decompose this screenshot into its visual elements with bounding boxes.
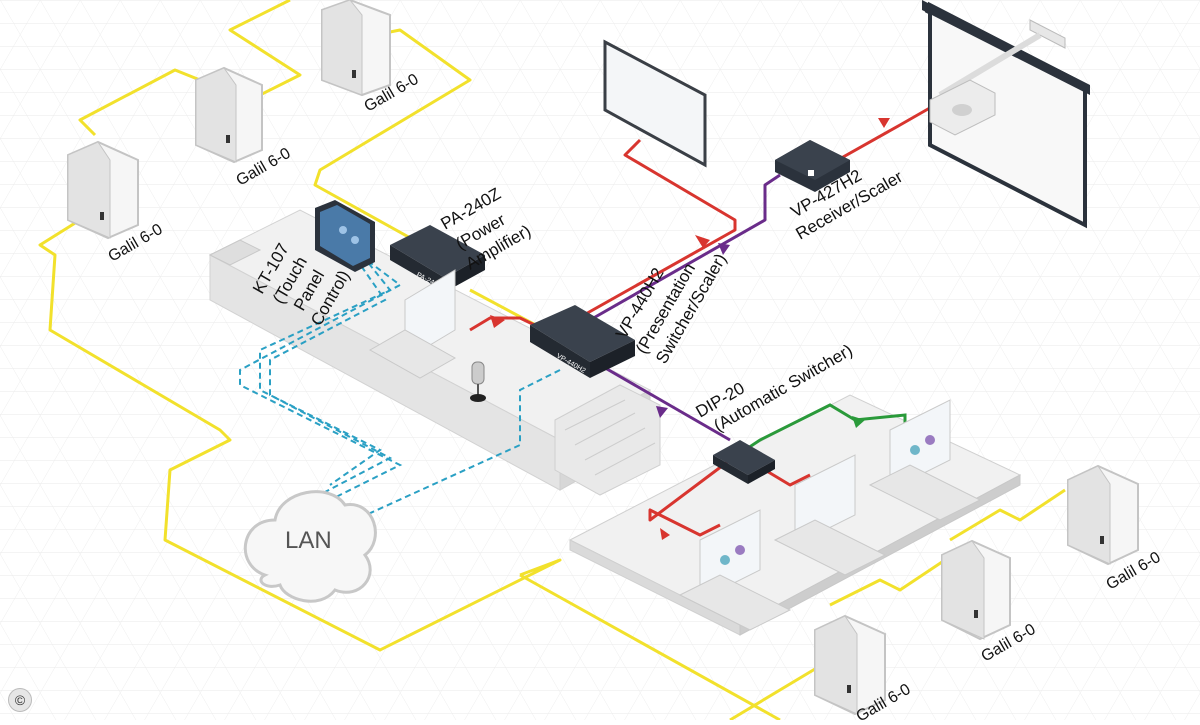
network-cables [239,239,561,521]
audio-cable-left-loop [38,218,562,652]
audio-cable-right-2 [949,488,1066,542]
video-arrows [490,118,890,540]
video-input-cables [469,103,936,537]
dip20-device[interactable] [713,440,775,484]
video-cable-to-projector [819,103,936,172]
audio-cable-left-top [78,68,201,137]
lan-cable-1 [239,254,403,501]
video-cable-laptop-2 [764,468,811,487]
video-cable-to-display [574,138,737,322]
stage-steps-left [208,239,262,266]
lan-cable-2 [259,239,392,486]
video-cable-to-dip [599,363,731,442]
video-cable-to-receiver [589,173,781,322]
vp440h2-device[interactable]: VP-440H2 [530,305,635,378]
video-cable-laptop-1 [648,458,731,537]
stage-steps-right [554,384,661,496]
speaker-4 [1067,464,1139,566]
lan-label: LAN [285,527,332,554]
laptop-stage [368,269,457,379]
video-output-cables [589,173,781,442]
speaker-3 [67,140,139,240]
audio-cable-bottom-right [729,658,831,722]
laptop-2 [773,454,887,576]
audio-cable-top [228,0,302,107]
speaker-5 [941,539,1011,641]
laptop-3 [868,399,982,521]
vp427h2-device[interactable] [775,140,850,192]
copyright-badge: © [8,688,32,712]
projection-screen [922,0,1090,229]
audio-cable-bottom [519,573,781,722]
laptop-1 [678,509,792,631]
lan-cable-switcher [354,369,561,521]
projector [929,19,1066,136]
speaker-2 [195,66,263,164]
microphone [470,361,486,402]
lan-cable-3 [269,249,393,493]
speaker-6 [814,614,886,716]
lan-cloud: LAN [243,490,377,603]
kt107-device[interactable] [315,200,375,272]
speaker-1 [321,0,391,97]
switched-cable [744,403,907,452]
wall-display [603,39,707,168]
